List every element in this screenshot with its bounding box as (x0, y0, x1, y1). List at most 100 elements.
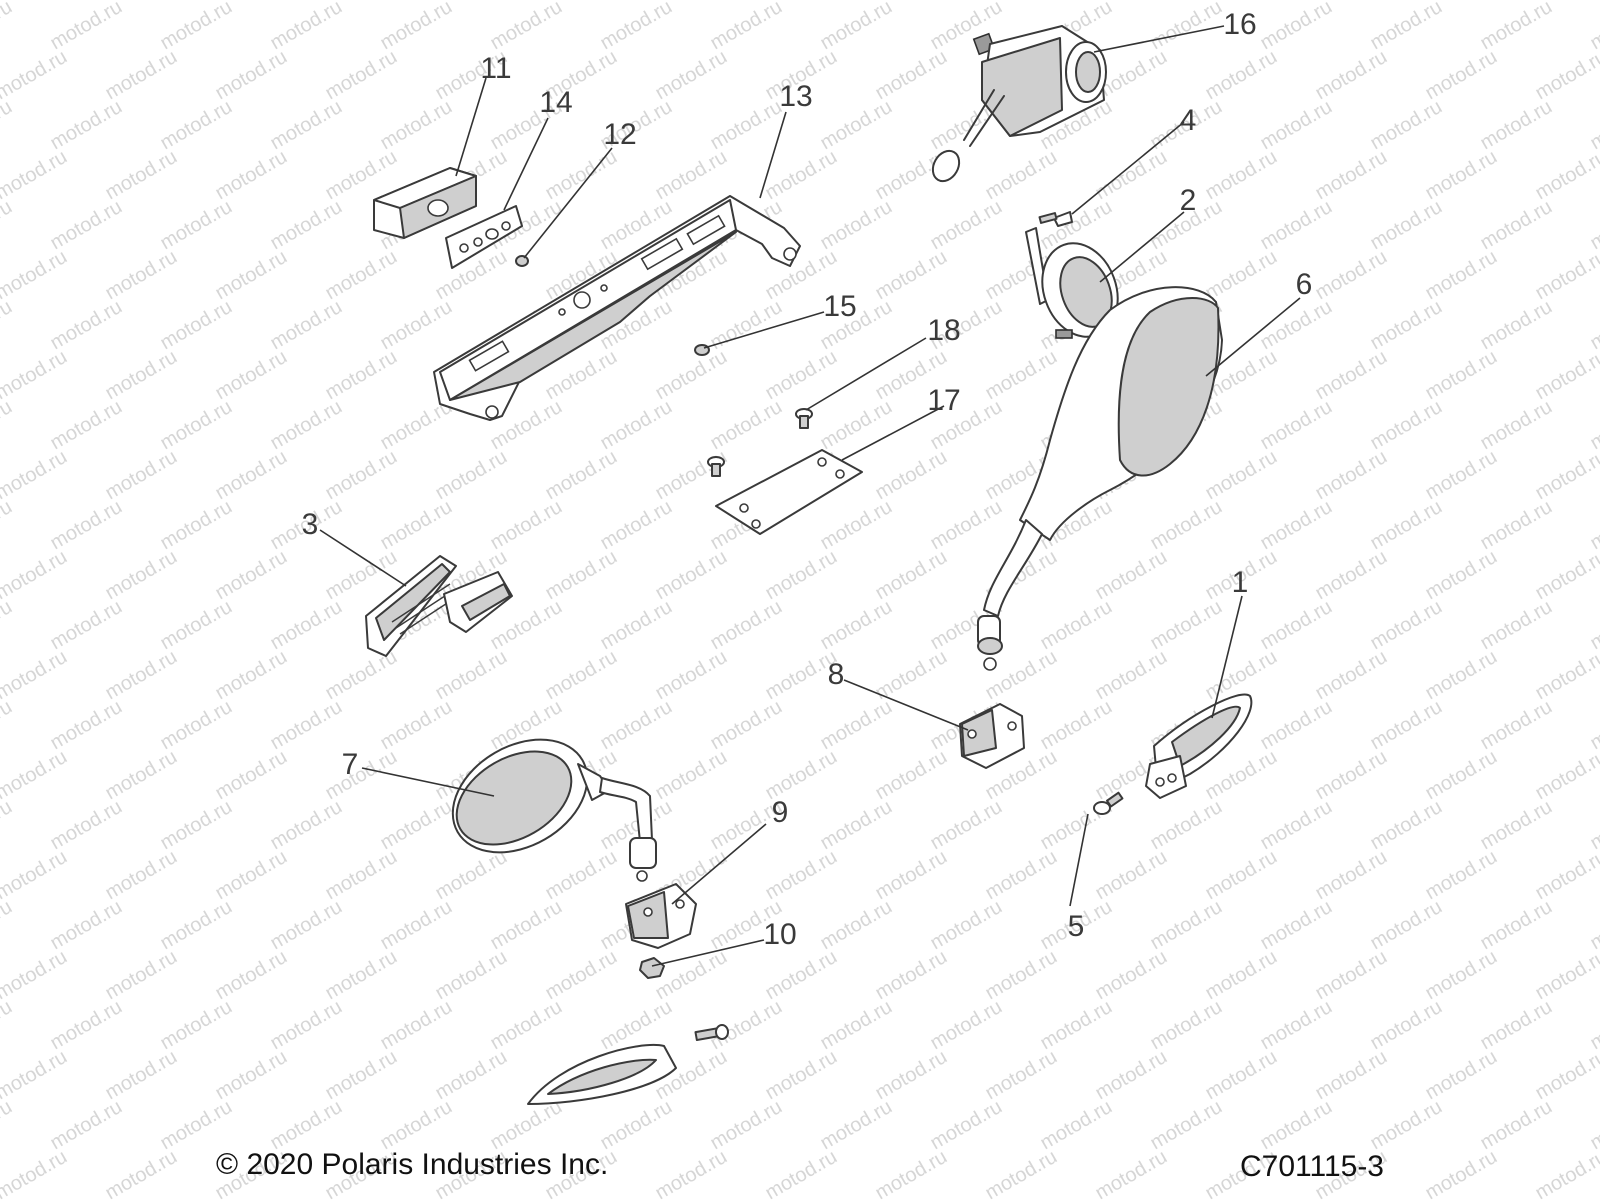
watermark-text: motod.ru (0, 296, 16, 355)
part-16-switch (931, 25, 1107, 183)
watermark-text: motod.ru (1532, 846, 1600, 905)
figure-code: C701115-3 (1240, 1150, 1384, 1183)
watermark-text: motod.ru (0, 996, 16, 1055)
callout-9: 9 (772, 796, 789, 829)
watermark-text: motod.ru (377, 1196, 456, 1200)
watermark-text: motod.ru (0, 546, 71, 605)
watermark-text: motod.ru (1587, 696, 1600, 755)
callout-5: 5 (1068, 910, 1085, 943)
watermark-text: motod.ru (0, 1146, 71, 1200)
watermark-text: motod.ru (0, 896, 16, 955)
callout-numbers: 1 2 3 4 5 6 7 8 9 10 11 12 13 14 15 16 1… (302, 8, 1313, 951)
watermark-text: motod.ru (1532, 46, 1600, 105)
watermark-text: motod.ru (0, 0, 16, 54)
callout-18: 18 (927, 314, 960, 347)
watermark-text: motod.ru (0, 496, 16, 555)
callout-3: 3 (302, 508, 319, 541)
watermark-text: motod.ru (1587, 1196, 1600, 1200)
watermark-text: motod.ru (1257, 1196, 1336, 1200)
watermark-text: motod.ru (762, 1146, 841, 1200)
part-17-plate (715, 449, 863, 535)
copyright-text: © 2020 Polaris Industries Inc. (216, 1148, 608, 1181)
watermark-text: motod.ru (1532, 446, 1600, 505)
callout-6: 6 (1296, 268, 1313, 301)
watermark-text: motod.ru (1092, 1146, 1171, 1200)
watermark-text: motod.ru (0, 696, 16, 755)
part-1-turn-signal-right (1145, 693, 1253, 799)
part-4-screw (1038, 211, 1073, 227)
watermark-text: motod.ru (0, 1046, 71, 1105)
watermark-text: motod.ru (0, 396, 16, 455)
watermark-text: motod.ru (0, 146, 71, 205)
watermark-text: motod.ru (1587, 596, 1600, 655)
callout-15: 15 (823, 290, 856, 323)
callout-8: 8 (828, 658, 845, 691)
watermark-text: motod.ru (47, 1196, 126, 1200)
watermark-text: motod.ru (1532, 346, 1600, 405)
watermark-text: motod.ru (1587, 296, 1600, 355)
watermark-text: motod.ru (1587, 196, 1600, 255)
callout-4: 4 (1180, 104, 1197, 137)
watermark-text: motod.ru (0, 96, 16, 155)
watermark-text: motod.ru (982, 1146, 1061, 1200)
part-13-bracket (433, 195, 801, 421)
watermark-text: motod.ru (1532, 146, 1600, 205)
watermark-text: motod.ru (0, 646, 71, 705)
watermark-text: motod.ru (1367, 1196, 1446, 1200)
watermark-text: motod.ru (1587, 96, 1600, 155)
watermark-text: motod.ru (102, 1146, 181, 1200)
watermark-text: motod.ru (1587, 896, 1600, 955)
watermark-text: motod.ru (0, 846, 71, 905)
watermark-text: motod.ru (0, 196, 16, 255)
part-14-gasket-plate (445, 205, 523, 269)
watermark-text: motod.ru (707, 1196, 786, 1200)
watermark-text: motod.ru (597, 1196, 676, 1200)
part-turn-signal-left (527, 1024, 729, 1105)
watermark-text: motod.ru (1587, 1096, 1600, 1155)
watermark-text: motod.ru (0, 796, 16, 855)
watermark-text: motod.ru (1587, 396, 1600, 455)
watermark-text: motod.ru (0, 46, 71, 105)
leader-lines (319, 25, 1301, 967)
callout-17: 17 (927, 384, 960, 417)
watermark-text: motod.ru (487, 1196, 566, 1200)
watermark-text: motod.ru (1532, 246, 1600, 305)
watermark-text: motod.ru (1532, 1146, 1600, 1200)
watermark-text: motod.ru (1422, 1146, 1501, 1200)
watermark-text: motod.ru (1532, 1046, 1600, 1105)
part-11-light-housing (373, 167, 477, 239)
part-7-mirror-left (451, 738, 657, 882)
watermark-text: motod.ru (0, 446, 71, 505)
part-6-mirror-right (977, 286, 1223, 671)
part-3-module (365, 555, 513, 657)
watermark-text: motod.ru (1037, 1196, 1116, 1200)
callout-12: 12 (603, 118, 636, 151)
part-8-clamp (959, 703, 1025, 769)
watermark-text: motod.ru (817, 1196, 896, 1200)
watermark-text: motod.ru (1147, 1196, 1226, 1200)
watermark-text: motod.ru (927, 1196, 1006, 1200)
watermark-text: motod.ru (0, 0, 71, 4)
watermark-text: motod.ru (1587, 496, 1600, 555)
watermark-text: motod.ru (1477, 1196, 1556, 1200)
part-10-nut (639, 957, 665, 979)
watermark-text: motod.ru (1587, 796, 1600, 855)
callout-11: 11 (480, 52, 511, 85)
callout-10: 10 (763, 918, 796, 951)
watermark-text: motod.ru (0, 246, 71, 305)
callout-1: 1 (1232, 566, 1249, 599)
watermark-text: motod.ru (0, 746, 71, 805)
part-9-clamp (625, 883, 697, 949)
callout-13: 13 (779, 80, 812, 113)
watermark-text: motod.ru (0, 346, 71, 405)
callout-16: 16 (1223, 8, 1256, 41)
watermark-text: motod.ru (872, 1146, 951, 1200)
footer: © 2020 Polaris Industries Inc. C701115-3 (216, 1148, 1384, 1183)
watermark-text: motod.ru (1532, 746, 1600, 805)
watermark-text: motod.ru (267, 1196, 346, 1200)
watermark-text: motod.ru (0, 946, 71, 1005)
callout-7: 7 (342, 748, 359, 781)
